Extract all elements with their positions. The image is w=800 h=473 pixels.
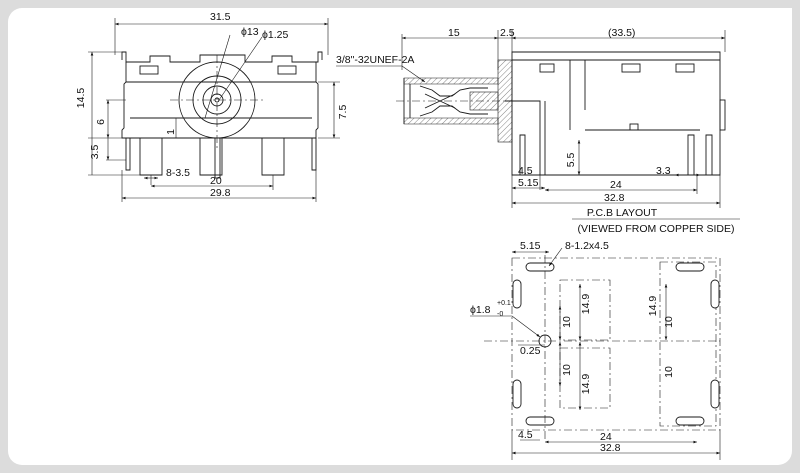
dim-pin-height: 5.5 xyxy=(565,153,577,168)
pcb-dim-v-14-9-bottom: 14.9 xyxy=(580,374,592,395)
dim-offset-6: 6 xyxy=(95,119,107,125)
thread-spec: 3/8"-32UNEF-2A xyxy=(336,54,414,66)
dim-width-top: 31.5 xyxy=(210,11,231,23)
dim-24: 24 xyxy=(610,179,622,191)
technical-drawing: 31.5 ϕ13 ϕ1.25 14.5 xyxy=(75,11,740,460)
drawing-sheet: 31.5 ϕ13 ϕ1.25 14.5 xyxy=(8,8,792,465)
dim-height-total: 14.5 xyxy=(75,88,87,109)
pcb-layout: P.C.B LAYOUT (VIEWED FROM COPPER SIDE) 5… xyxy=(470,207,740,460)
side-view: 15 2.5 (33.5) 3/8"-32UNEF-2A xyxy=(336,27,726,208)
dim-shaft-len: 15 xyxy=(448,27,460,39)
dim-5-15: 5.15 xyxy=(518,177,539,189)
pcb-dim-24: 24 xyxy=(600,431,612,443)
dim-4-5: 4.5 xyxy=(518,165,533,177)
pcb-dim-tol-plus: +0.1 xyxy=(497,300,511,307)
pcb-dim-v-14-9-top: 14.9 xyxy=(580,294,592,315)
pcb-layout-subtitle: (VIEWED FROM COPPER SIDE) xyxy=(578,223,735,235)
pcb-dim-hole: ϕ1.8 xyxy=(470,304,491,316)
pcb-layout-title: P.C.B LAYOUT xyxy=(587,207,658,219)
front-view: 31.5 ϕ13 ϕ1.25 14.5 xyxy=(75,11,349,202)
dim-offset-1: 1 xyxy=(165,129,177,135)
dim-width-bottom: 29.8 xyxy=(210,187,231,199)
dim-offset-3-5: 3.5 xyxy=(89,145,101,160)
pcb-dim-v-14-9-right: 14.9 xyxy=(647,296,659,317)
pcb-dim-4-5: 4.5 xyxy=(518,429,533,441)
dim-3-3: 3.3 xyxy=(656,165,671,177)
pcb-dim-v-10-right-bottom: 10 xyxy=(663,366,675,378)
dim-body-len: (33.5) xyxy=(608,27,635,39)
dim-pin-dia: ϕ1.25 xyxy=(262,29,288,41)
pcb-dim-tol-minus: -0 xyxy=(497,311,503,318)
pcb-dim-v-10-right-top: 10 xyxy=(663,316,675,328)
pcb-dim-5-15: 5.15 xyxy=(520,240,541,252)
dim-pin-center: 20 xyxy=(210,175,222,187)
pcb-dim-0-25: 0.25 xyxy=(520,345,541,357)
pcb-dim-32-8: 32.8 xyxy=(600,442,621,454)
pcb-dim-v-10-top: 10 xyxy=(561,316,573,328)
dim-pin-spacing: 8-3.5 xyxy=(166,167,190,179)
dim-height-7-5: 7.5 xyxy=(337,105,349,120)
pcb-dim-v-10-bottom: 10 xyxy=(561,364,573,376)
dim-gap: 2.5 xyxy=(500,27,515,39)
dim-32-8: 32.8 xyxy=(604,192,625,204)
pcb-dim-slots: 8-1.2x4.5 xyxy=(565,240,609,252)
dim-hole-dia: ϕ13 xyxy=(241,26,259,38)
